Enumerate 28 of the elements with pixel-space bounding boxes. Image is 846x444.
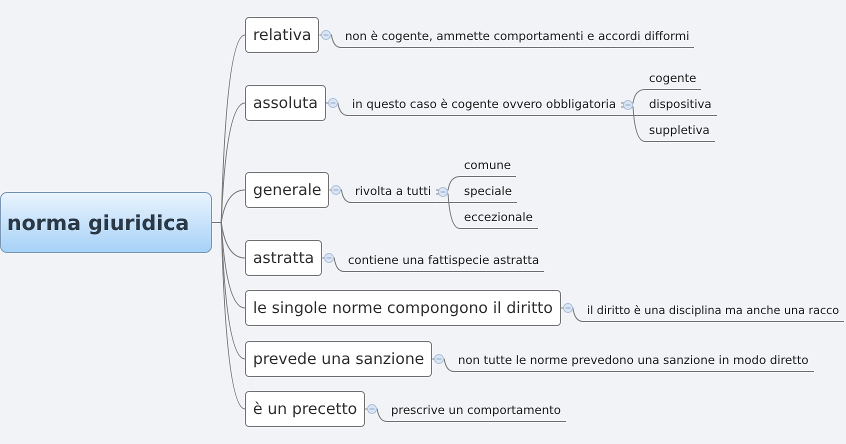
subtopic-label: il diritto è una disciplina ma anche una racco <box>583 301 844 322</box>
subtopic-label: dispositiva <box>645 95 717 116</box>
topic-box: astratta <box>245 240 322 276</box>
subtopic-label: comune <box>460 156 516 177</box>
connector-line <box>620 89 646 104</box>
subtopic-label: contiene una fattispecie astratta <box>344 251 544 272</box>
topic-box: prevede una sanzione <box>245 341 432 377</box>
connector-line <box>620 115 646 116</box>
subtopic-label: non è cogente, ammette comportamenti e accordi difformi <box>341 27 694 48</box>
connector-line <box>620 106 646 142</box>
central-topic-box: norma giuridica <box>0 192 212 253</box>
subtopic-label: in questo caso è cogente ovvero obbligatoria <box>348 95 622 116</box>
subtopic-label: cogente <box>645 69 702 90</box>
subtopic-label: prescrive un comportamento <box>387 401 566 422</box>
connector-line <box>436 202 460 203</box>
topic-box: è un precetto <box>245 391 366 427</box>
topic-box: generale <box>245 172 330 208</box>
connector-line <box>212 222 246 410</box>
subtopic-label: eccezionale <box>460 208 538 229</box>
topic-box: assoluta <box>245 85 326 121</box>
subtopic-label: speciale <box>460 182 517 203</box>
subtopic-label: rivolta a tutti <box>351 182 436 203</box>
connector-line <box>436 176 460 190</box>
connector-line <box>436 194 460 229</box>
topic-box: relativa <box>245 17 320 53</box>
subtopic-label: non tutte le norme prevedono una sanzione in modo diretto <box>454 351 814 372</box>
topic-box: le singole norme compongono il diritto <box>245 290 561 326</box>
subtopic-label: suppletiva <box>645 121 715 142</box>
